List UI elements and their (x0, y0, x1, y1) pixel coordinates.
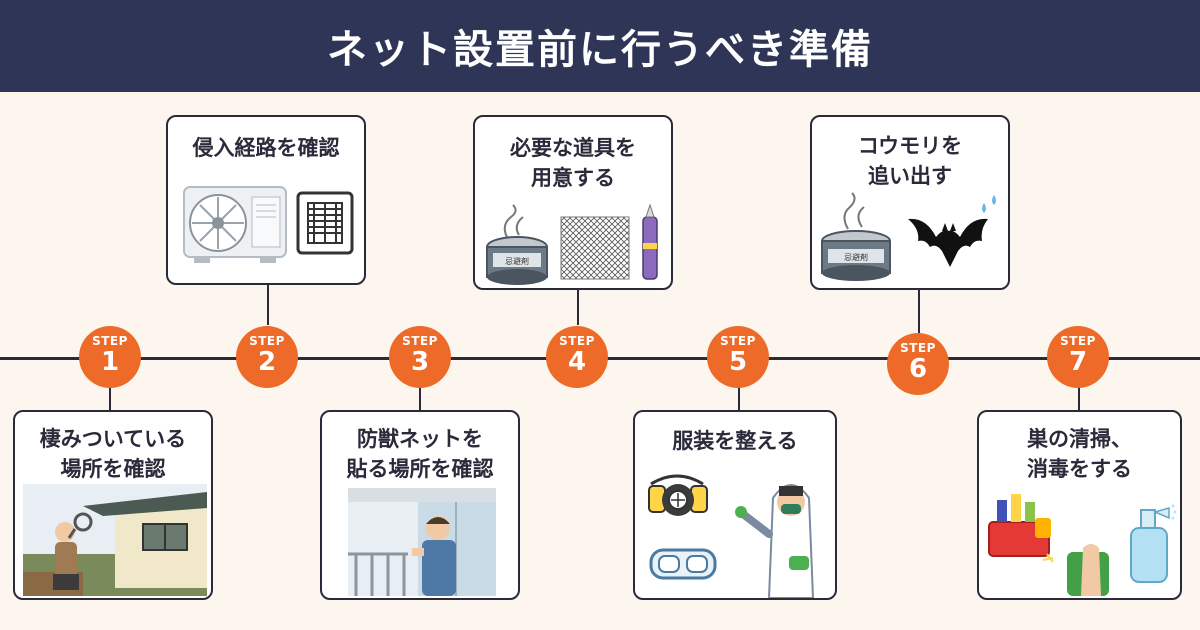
header-banner: ネット設置前に行うべき準備 (0, 0, 1200, 92)
step-6-badge: STEP 6 (887, 333, 949, 395)
step-3-title-line2: 貼る場所を確認 (346, 457, 494, 481)
step-2-card: 侵入経路を確認 (166, 115, 366, 285)
step-2-badge: STEP 2 (236, 326, 298, 388)
step-label: STEP (249, 334, 285, 348)
balcony-inspection-illustration (348, 488, 496, 596)
step-label: STEP (900, 341, 936, 355)
connector-step6 (918, 288, 920, 333)
step-label: STEP (1060, 334, 1096, 348)
protective-gear-illustration (648, 474, 815, 598)
connector-step2 (267, 283, 269, 325)
step-3-badge: STEP 3 (389, 326, 451, 388)
step-3-card: 防獣ネットを 貼る場所を確認 (320, 410, 520, 600)
tools-illustration: 忌避剤 (486, 203, 658, 285)
step-4-title-line2: 用意する (531, 166, 615, 190)
connector-step7 (1078, 380, 1080, 412)
step-1-title-line1: 棲みついている (39, 427, 187, 451)
step-5-card: 服装を整える (633, 410, 837, 600)
repellent-can-label: 忌避剤 (505, 256, 529, 266)
step-4-card: 必要な道具を 用意する 忌避剤 (473, 115, 673, 290)
house-inspection-illustration (23, 484, 207, 596)
step-4-title-line1: 必要な道具を (510, 136, 636, 160)
step-7-title-line2: 消毒をする (1027, 457, 1132, 481)
step-label: STEP (92, 334, 128, 348)
step-7-title-line1: 巣の清掃、 (1027, 427, 1132, 451)
step-1-badge: STEP 1 (79, 326, 141, 388)
connector-step3 (419, 380, 421, 412)
step-number: 7 (1068, 347, 1088, 377)
step-2-title: 侵入経路を確認 (192, 136, 340, 160)
connector-step5 (738, 380, 740, 412)
step-3-title-line1: 防獣ネットを (357, 427, 483, 451)
step-6-title-line2: 追い出す (868, 164, 952, 188)
step-label: STEP (559, 334, 595, 348)
air-conditioner-vent-illustration (183, 186, 354, 263)
step-5-title: 服装を整える (672, 429, 798, 453)
step-number: 2 (257, 347, 277, 377)
step-4-badge: STEP 4 (546, 326, 608, 388)
step-5-badge: STEP 5 (707, 326, 769, 388)
step-number: 6 (908, 354, 928, 384)
bat-repellent-illustration: 忌避剤 (821, 192, 996, 281)
connector-step4 (577, 288, 579, 325)
step-7-badge: STEP 7 (1047, 326, 1109, 388)
repellent-can-label: 忌避剤 (844, 252, 868, 262)
step-label: STEP (720, 334, 756, 348)
step-1-title-line2: 場所を確認 (60, 457, 166, 481)
step-number: 1 (100, 347, 120, 377)
cleaning-supplies-illustration (988, 494, 1177, 596)
step-number: 3 (410, 347, 430, 377)
step-1-card: 棲みついている 場所を確認 (13, 410, 213, 600)
step-6-title-line1: コウモリを (857, 134, 963, 158)
page-title: ネット設置前に行うべき準備 (327, 27, 873, 73)
step-6-card: コウモリを 追い出す 忌避剤 (810, 115, 1010, 290)
connector-step1 (109, 380, 111, 412)
step-number: 5 (728, 347, 748, 377)
step-label: STEP (402, 334, 438, 348)
step-7-card: 巣の清掃、 消毒をする (977, 410, 1182, 600)
step-number: 4 (567, 347, 587, 377)
